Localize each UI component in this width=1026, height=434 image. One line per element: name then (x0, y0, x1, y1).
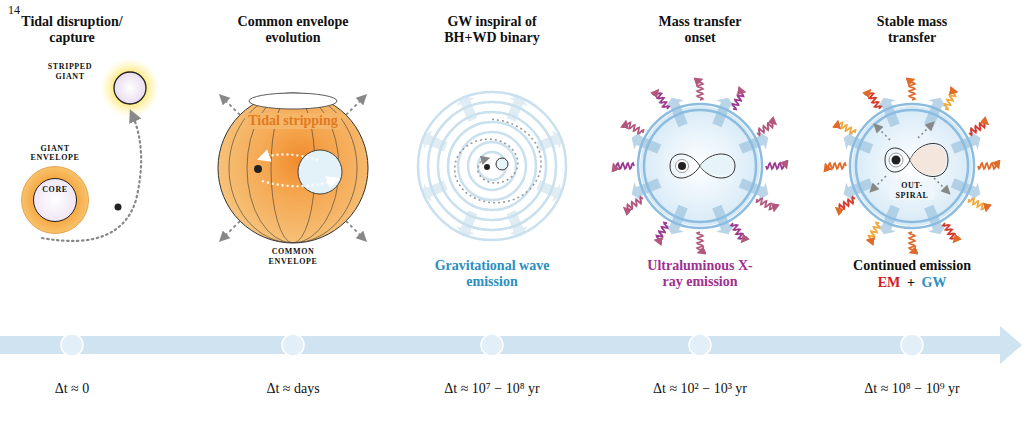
em-emission (614, 163, 634, 169)
orbit-arrow (262, 180, 335, 186)
emission-disc (852, 106, 972, 226)
em-emission (909, 80, 915, 100)
white-dwarf (700, 157, 733, 175)
gw-rings (418, 92, 566, 240)
roche-lobes (670, 154, 735, 178)
emission-disc (640, 106, 760, 226)
giant-envelope: GIANT ENVELOPECORE (21, 166, 89, 234)
em-emission (766, 163, 786, 169)
meridians (229, 93, 357, 243)
emission-caption: + (905, 275, 917, 291)
em-emission (943, 223, 957, 240)
stage-heading: Tidal disruption/ capture (8, 14, 136, 46)
em-emission (697, 232, 703, 252)
gw-ring (644, 110, 756, 222)
em-emission (838, 197, 855, 211)
timeline-markers (61, 334, 923, 356)
black-hole (484, 164, 490, 170)
gw-ring (428, 102, 556, 230)
em-emission (909, 232, 915, 252)
em-emission (945, 91, 956, 109)
process-label: Tidal stripping (245, 113, 341, 129)
gw-ring (448, 122, 536, 210)
object-label: COMMON ENVELOPE (253, 247, 333, 266)
accretion-disc (889, 153, 903, 167)
time-label: Δt ≈ 10⁷ − 10⁸ yr (417, 381, 567, 397)
gw-ring (468, 142, 516, 190)
emission-caption: Continued emission (837, 258, 987, 274)
accretion-disc (676, 160, 689, 173)
time-label: Δt ≈ 10⁸ − 10⁹ yr (837, 381, 987, 397)
em-emission (757, 121, 774, 135)
stage-heading: Common envelope evolution (228, 14, 358, 46)
em-emission (625, 123, 643, 134)
white-dwarf (496, 158, 508, 170)
time-label: Δt ≈ 10² − 10³ yr (625, 381, 775, 397)
inspiral-path (454, 119, 541, 203)
em-emission (978, 163, 998, 169)
donor (910, 145, 946, 175)
emission-caption: GW (918, 275, 950, 291)
timeline-arrowhead (1000, 326, 1022, 364)
em-emission (837, 123, 855, 134)
stable-transfer-rings (826, 80, 998, 252)
em-emission (826, 163, 846, 169)
outflow-arrows (222, 97, 364, 239)
giant-core: CORE (33, 178, 77, 222)
gw-ring (850, 104, 974, 228)
em-emission (969, 199, 987, 210)
gw-ring (638, 104, 762, 228)
em-emission (867, 92, 881, 109)
stripped-core (298, 150, 342, 194)
gw-ring (856, 110, 968, 222)
em-emission (969, 121, 986, 135)
roche-lobes (885, 143, 948, 176)
common-envelope (218, 93, 368, 243)
orbit-arrow (262, 154, 318, 160)
em-emission (626, 197, 643, 211)
gw-ring (418, 92, 566, 240)
stage-heading: Stable mass transfer (864, 14, 960, 46)
em-emission (657, 223, 668, 241)
black-hole (892, 156, 901, 165)
stripped-giant (114, 72, 146, 104)
stage-heading: GW inspiral of BH+WD binary (431, 14, 553, 46)
em-emission (733, 91, 744, 109)
black-hole (115, 204, 122, 211)
em-emission (655, 92, 669, 109)
node-label: CORE (35, 185, 75, 195)
em-emission (697, 80, 703, 100)
gw-ring (458, 132, 526, 200)
stage-heading: Mass transfer onset (648, 14, 752, 46)
em-emission (731, 223, 745, 240)
mass-transfer-rings (614, 80, 786, 252)
object-label: STRIPPED GIANT (40, 62, 100, 81)
stripped-cap (249, 93, 337, 109)
em-emission (869, 223, 880, 241)
emission-caption: Gravitational wave emission (417, 258, 567, 290)
black-hole (678, 162, 686, 170)
stripped-giant-glow (100, 58, 160, 118)
gw-ring (438, 112, 546, 220)
black-hole (254, 165, 262, 173)
emission-caption: EM (874, 275, 904, 291)
em-emission (757, 199, 775, 210)
time-label: Δt ≈ 0 (7, 381, 137, 397)
emission-caption: Ultraluminous X-ray emission (645, 258, 755, 290)
process-label: OUT-SPIRAL (889, 181, 935, 200)
time-label: Δt ≈ days (228, 381, 358, 397)
node-label: GIANT ENVELOPE (23, 144, 87, 163)
